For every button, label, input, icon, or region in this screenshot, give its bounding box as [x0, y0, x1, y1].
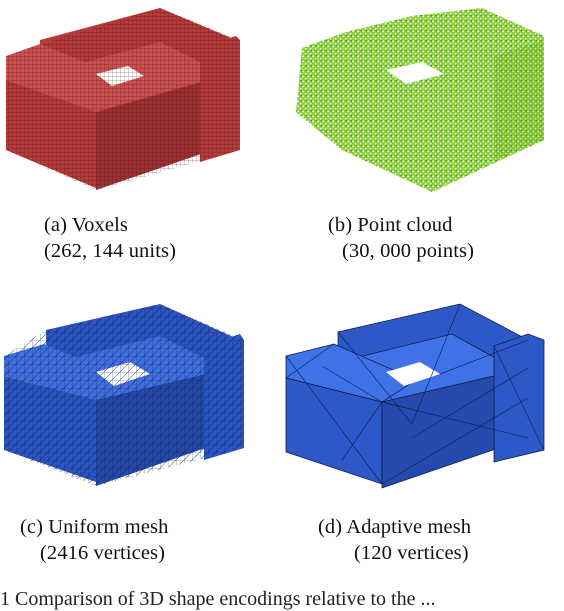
uniform-mesh-sofa-figure: [4, 304, 244, 486]
caption-b-title: (b) Point cloud: [328, 214, 453, 236]
caption-b-detail: (30, 000 points): [342, 240, 474, 262]
caption-d-title: (d) Adaptive mesh: [318, 516, 472, 538]
caption-c: (c) Uniform mesh (2416 vertices): [20, 514, 168, 566]
caption-a: (a) Voxels (262, 144 units): [44, 212, 176, 264]
caption-c-title: (c) Uniform mesh: [20, 516, 169, 538]
caption-d-detail: (120 vertices): [354, 542, 469, 564]
panel-adaptive-mesh: (d) Adaptive mesh (120 vertices): [282, 300, 564, 580]
caption-a-detail: (262, 144 units): [44, 240, 176, 262]
voxel-sofa-figure: [6, 8, 240, 190]
panel-uniform-mesh: (c) Uniform mesh (2416 vertices): [0, 300, 282, 580]
panel-point-cloud: (b) Point cloud (30, 000 points): [282, 0, 564, 270]
panel-voxels: (a) Voxels (262, 144 units): [0, 0, 282, 270]
pointcloud-sofa-figure: [296, 8, 544, 192]
caption-c-detail: (2416 vertices): [40, 542, 166, 564]
caption-a-title: (a) Voxels: [44, 214, 128, 236]
caption-b: (b) Point cloud (30, 000 points): [328, 212, 474, 264]
caption-d: (d) Adaptive mesh (120 vertices): [318, 514, 471, 566]
adaptive-mesh-sofa-figure: [285, 303, 545, 489]
figure-caption-partial: 1 Comparison of 3D shape encodings relat…: [0, 588, 436, 610]
